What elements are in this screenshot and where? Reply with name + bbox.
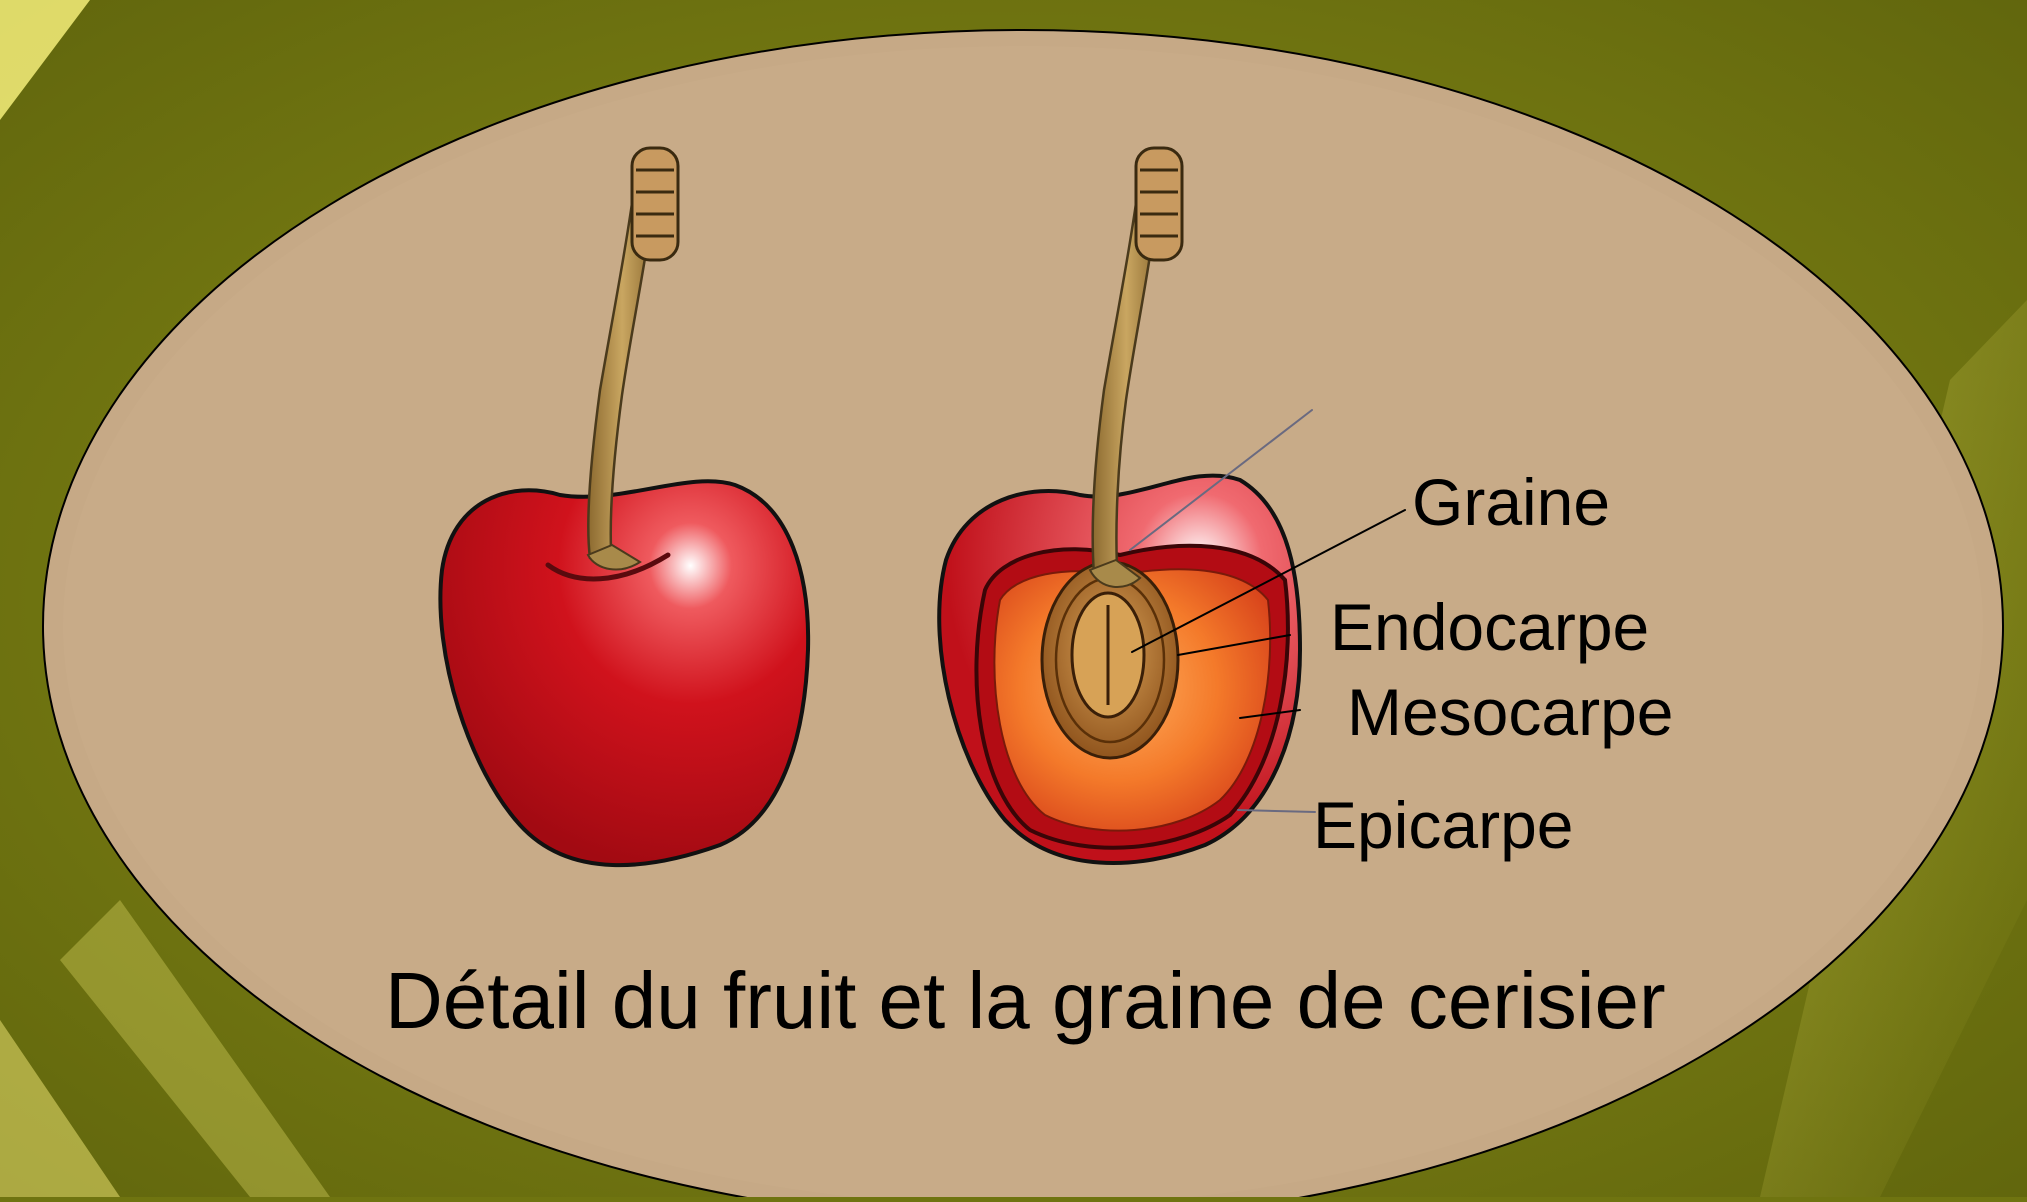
label-mesocarpe: Mesocarpe <box>1347 675 1674 749</box>
label-epicarpe: Epicarpe <box>1313 788 1574 862</box>
diagram-title: Détail du fruit et la graine de cerisier <box>385 956 1666 1045</box>
label-graine: Graine <box>1412 465 1610 539</box>
label-endocarpe: Endocarpe <box>1330 590 1649 664</box>
